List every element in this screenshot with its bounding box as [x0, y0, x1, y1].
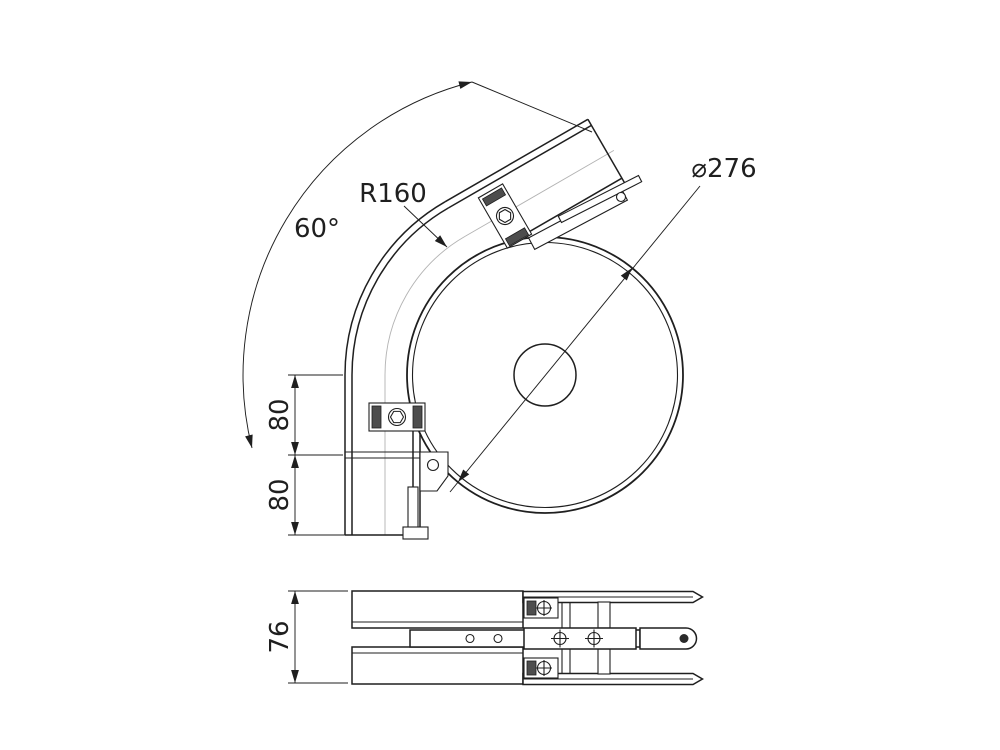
radius-dimension-label: R160	[359, 179, 427, 209]
clamp-bracket-top	[477, 183, 533, 249]
radius-dimension: R160	[359, 179, 448, 248]
side-center-plate	[523, 627, 637, 650]
angle-dimension: 60°	[242, 81, 593, 449]
offset-top-label: 80	[265, 398, 295, 431]
side-bearing-bottom	[523, 657, 559, 679]
height-dimension: 76	[265, 590, 348, 684]
height-dimension-label: 76	[265, 620, 295, 653]
offset-bottom-label: 80	[265, 478, 295, 511]
side-bearing-top	[523, 597, 559, 619]
dimensions: 60° R160 ⌀276 80 80	[242, 81, 757, 684]
side-arm-right	[639, 627, 698, 650]
clamp-bracket-left	[368, 402, 426, 432]
diameter-dimension: ⌀276	[449, 154, 757, 493]
angle-dimension-label: 60°	[294, 214, 340, 244]
guide-arm	[527, 174, 643, 251]
side-view	[351, 590, 704, 686]
support-bracket-lower	[402, 451, 449, 540]
diameter-dimension-label: ⌀276	[691, 154, 756, 184]
offset-dimensions: 80 80	[265, 374, 350, 536]
